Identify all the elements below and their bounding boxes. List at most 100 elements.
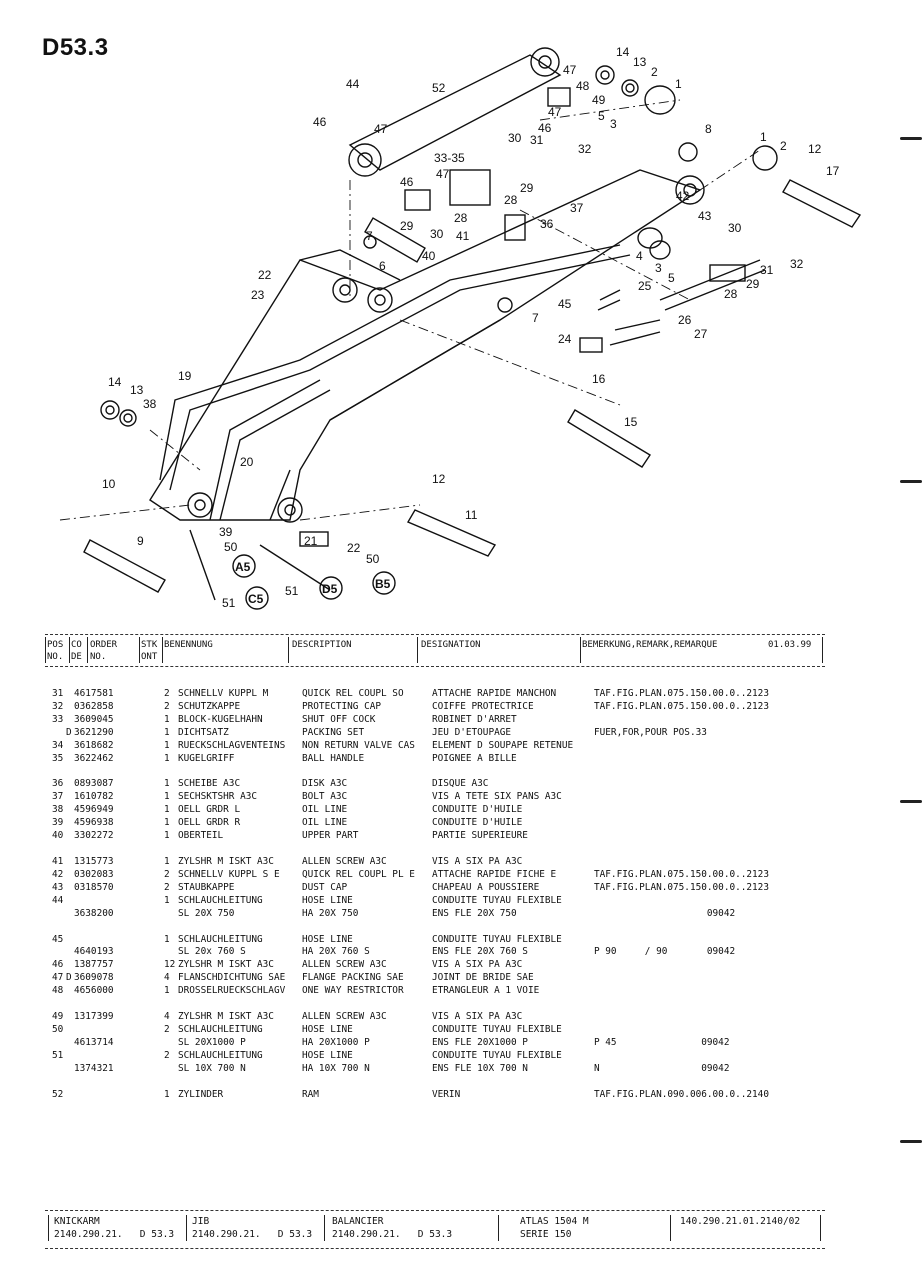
cell-remark xyxy=(594,1050,769,1063)
svg-text:50: 50 xyxy=(366,552,380,566)
svg-text:2: 2 xyxy=(780,139,787,153)
footer-bar xyxy=(186,1215,187,1241)
footer-de-label: KNICKARM xyxy=(54,1216,100,1227)
cell-qty: 2 xyxy=(164,700,170,712)
cell-description: DUST CAP xyxy=(302,881,348,893)
cell-qty xyxy=(164,1063,178,1076)
svg-text:47: 47 xyxy=(563,63,577,77)
cell-qty: 1 xyxy=(164,855,170,867)
cell-order-no: 4640193 xyxy=(74,946,114,958)
cell-code xyxy=(66,895,74,908)
cell-benennung: SCHNELLV KUPPL S E xyxy=(178,868,280,880)
cell-designation: POIGNEE A BILLE xyxy=(432,752,517,764)
spacer xyxy=(52,998,769,1011)
svg-text:47: 47 xyxy=(436,167,450,181)
spacer xyxy=(52,921,769,934)
cell-order-no: 1387757 xyxy=(74,959,114,971)
cell-pos xyxy=(52,908,66,921)
cell-qty: 1 xyxy=(164,830,170,842)
cell-code xyxy=(66,934,74,947)
cell-pos xyxy=(52,1037,66,1050)
svg-text:9: 9 xyxy=(137,534,144,548)
cell-code: D xyxy=(66,972,72,984)
svg-text:22: 22 xyxy=(258,268,272,282)
svg-text:3: 3 xyxy=(610,117,617,131)
cell-code xyxy=(66,688,74,701)
svg-text:31: 31 xyxy=(530,133,544,147)
cell-order-no: 1315773 xyxy=(74,855,114,867)
cell-benennung: STAUBKAPPE xyxy=(178,881,235,893)
svg-text:30: 30 xyxy=(430,227,444,241)
cell-designation: ENS FLE 10X 700 N xyxy=(432,1062,528,1074)
svg-text:46: 46 xyxy=(400,175,414,189)
cell-qty xyxy=(164,946,178,959)
cell-pos: 45 xyxy=(52,933,64,945)
cell-order-no xyxy=(74,1024,164,1037)
svg-text:6: 6 xyxy=(379,259,386,273)
svg-text:7: 7 xyxy=(366,229,373,243)
svg-text:31: 31 xyxy=(760,263,774,277)
footer-en-ref: 2140.290.21. D 53.3 xyxy=(192,1229,313,1240)
cell-qty: 1 xyxy=(164,933,170,945)
cell-description: FLANGE PACKING SAE xyxy=(302,972,404,984)
svg-text:D5: D5 xyxy=(322,582,338,596)
cell-qty: 1 xyxy=(164,752,170,764)
cell-remark: 09042 xyxy=(594,907,736,919)
cell-order-no: 3618682 xyxy=(74,739,114,751)
header-bar xyxy=(288,637,289,663)
cell-remark: P 45 09042 xyxy=(594,1036,730,1048)
cell-designation: CONDUITE D'HUILE xyxy=(432,804,523,816)
cell-designation: VIS A SIX PA A3C xyxy=(432,959,523,971)
cell-remark: FUER,FOR,POUR POS.33 xyxy=(594,726,707,738)
svg-text:7: 7 xyxy=(532,311,539,325)
cell-description: HOSE LINE xyxy=(302,1049,353,1061)
cell-designation: ATTACHE RAPIDE MANCHON xyxy=(432,688,557,699)
cell-code xyxy=(66,753,74,766)
svg-text:14: 14 xyxy=(108,375,122,389)
svg-text:13: 13 xyxy=(130,383,144,397)
cell-description: HA 20X 760 S xyxy=(302,946,370,958)
cell-remark xyxy=(594,714,769,727)
cell-order-no xyxy=(74,1050,164,1063)
cell-order-no: 4613714 xyxy=(74,1036,114,1048)
cell-pos: 48 xyxy=(52,985,64,997)
cell-description: RAM xyxy=(302,1088,319,1100)
svg-text:24: 24 xyxy=(558,332,572,346)
cell-qty: 1 xyxy=(164,804,170,816)
cell-remark xyxy=(594,830,769,843)
cell-pos: 49 xyxy=(52,1011,64,1023)
col-header-qty: STK ONT xyxy=(141,640,158,662)
cell-pos: 36 xyxy=(52,778,64,790)
cell-pos: 38 xyxy=(52,804,64,816)
cell-code: D xyxy=(66,726,72,738)
svg-text:13: 13 xyxy=(633,55,647,69)
cell-remark xyxy=(594,778,769,791)
cell-qty: 1 xyxy=(164,726,170,738)
svg-text:28: 28 xyxy=(724,287,738,301)
cell-pos: 41 xyxy=(52,855,64,867)
footer-bottom-rule xyxy=(45,1248,825,1249)
cell-order-no: 3638200 xyxy=(74,907,114,919)
cell-order-no: 3302272 xyxy=(74,830,114,842)
cell-code xyxy=(66,1089,74,1102)
cell-remark xyxy=(594,1024,769,1037)
cell-benennung: SL 20x 760 S xyxy=(178,946,246,958)
cell-designation: DISQUE A3C xyxy=(432,778,489,790)
cell-remark xyxy=(594,740,769,753)
svg-text:1: 1 xyxy=(675,77,682,91)
cell-designation: CONDUITE D'HUILE xyxy=(432,817,523,829)
cell-benennung: SCHLAUCHLEITUNG xyxy=(178,1049,263,1061)
cell-designation: CONDUITE TUYAU FLEXIBLE xyxy=(432,933,562,945)
cell-remark xyxy=(594,753,769,766)
svg-text:15: 15 xyxy=(624,415,638,429)
svg-text:50: 50 xyxy=(224,540,238,554)
header-bar xyxy=(87,637,88,663)
cell-description: BALL HANDLE xyxy=(302,752,365,764)
cell-description: UPPER PART xyxy=(302,830,359,842)
cell-remark: N 09042 xyxy=(594,1062,730,1074)
